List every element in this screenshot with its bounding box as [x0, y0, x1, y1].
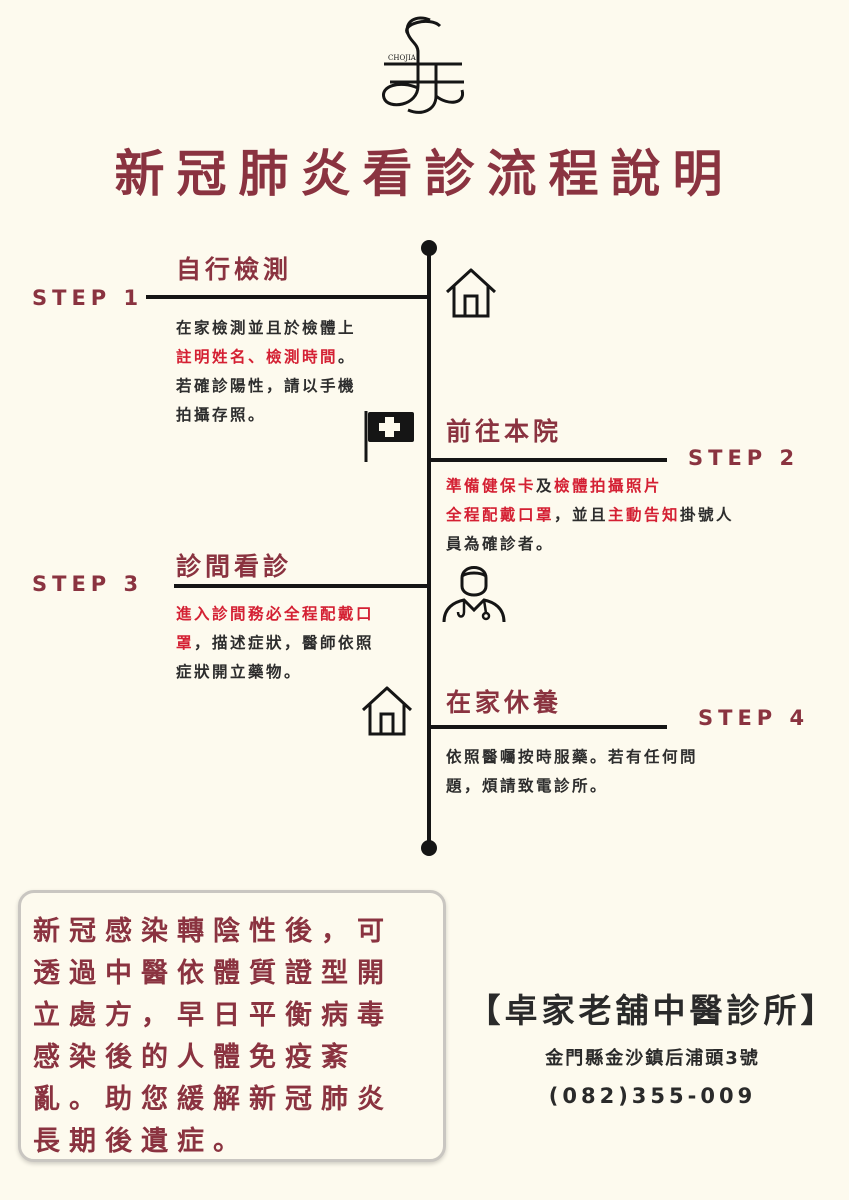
step-3-heading: 診間看診	[176, 552, 293, 581]
clinic-phone: (082)355-009	[548, 1084, 757, 1108]
timeline-start-dot	[421, 240, 437, 256]
step-1-line-1: 在家檢測並且於檢體上	[176, 319, 357, 337]
step-4-description: 依照醫囑按時服藥。若有任何問 題，煩請致電診所。	[446, 743, 698, 801]
step-4-heading: 在家休養	[446, 688, 563, 717]
step-2-line-1: 準備健保卡及檢體拍攝照片	[446, 477, 663, 495]
house-icon	[360, 684, 414, 738]
step-4-line-1: 依照醫囑按時服藥。若有任何問	[446, 748, 699, 766]
step-1-heading: 自行檢測	[176, 255, 293, 284]
tcm-note-box: 新冠感染轉陰性後，可 透過中醫依體質證型開 立處方，早日平衡病毒 感染後的人體免…	[18, 890, 446, 1162]
step-2-description: 準備健保卡及檢體拍攝照片 全程配戴口罩，並且主動告知掛號人 員為確診者。	[446, 472, 734, 559]
step-1-line-2: 註明姓名、檢測時間。	[176, 348, 357, 366]
timeline-end-dot	[421, 840, 437, 856]
tcm-note-text: 新冠感染轉陰性後，可 透過中醫依體質證型開 立處方，早日平衡病毒 感染後的人體免…	[33, 916, 393, 1157]
page-title: 新冠肺炎看診流程說明	[114, 145, 735, 203]
step-2-line-3: 員為確診者。	[446, 535, 555, 553]
logo-text: CHOJIA	[388, 54, 417, 62]
step-3-line-2: 罩，描述症狀，醫師依照	[176, 634, 375, 652]
step-2-line	[429, 458, 667, 462]
doctor-icon	[442, 558, 506, 624]
clinic-logo: CHOJIA	[378, 14, 470, 120]
step-1-line	[146, 295, 429, 299]
house-icon	[444, 266, 498, 320]
clinic-name: 【卓家老舖中醫診所】	[467, 991, 838, 1030]
step-1-description: 在家檢測並且於檢體上 註明姓名、檢測時間。 若確診陽性，請以手機 拍攝存照。	[176, 314, 356, 430]
step-1-label: STEP 1	[32, 286, 144, 310]
step-3-label: STEP 3	[32, 572, 144, 596]
step-3-line-1: 進入診間務必全程配戴口	[176, 605, 375, 623]
step-4-label: STEP 4	[698, 706, 810, 730]
step-4-line-2: 題，煩請致電診所。	[446, 777, 609, 795]
step-2-line-2: 全程配戴口罩，並且主動告知掛號人	[446, 506, 735, 524]
clinic-address: 金門縣金沙鎮后浦頭3號	[545, 1048, 760, 1069]
step-3-line	[174, 584, 429, 588]
step-2-heading: 前往本院	[446, 417, 563, 446]
step-2-label: STEP 2	[688, 446, 800, 470]
timeline-line	[427, 246, 431, 850]
step-1-line-4: 拍攝存照。	[176, 406, 267, 424]
step-3-line-3: 症狀開立藥物。	[176, 663, 303, 681]
hospital-flag-icon	[362, 408, 418, 464]
step-3-description: 進入診間務必全程配戴口 罩，描述症狀，醫師依照 症狀開立藥物。	[176, 600, 374, 687]
step-1-line-3: 若確診陽性，請以手機	[176, 377, 357, 395]
step-4-line	[429, 725, 667, 729]
